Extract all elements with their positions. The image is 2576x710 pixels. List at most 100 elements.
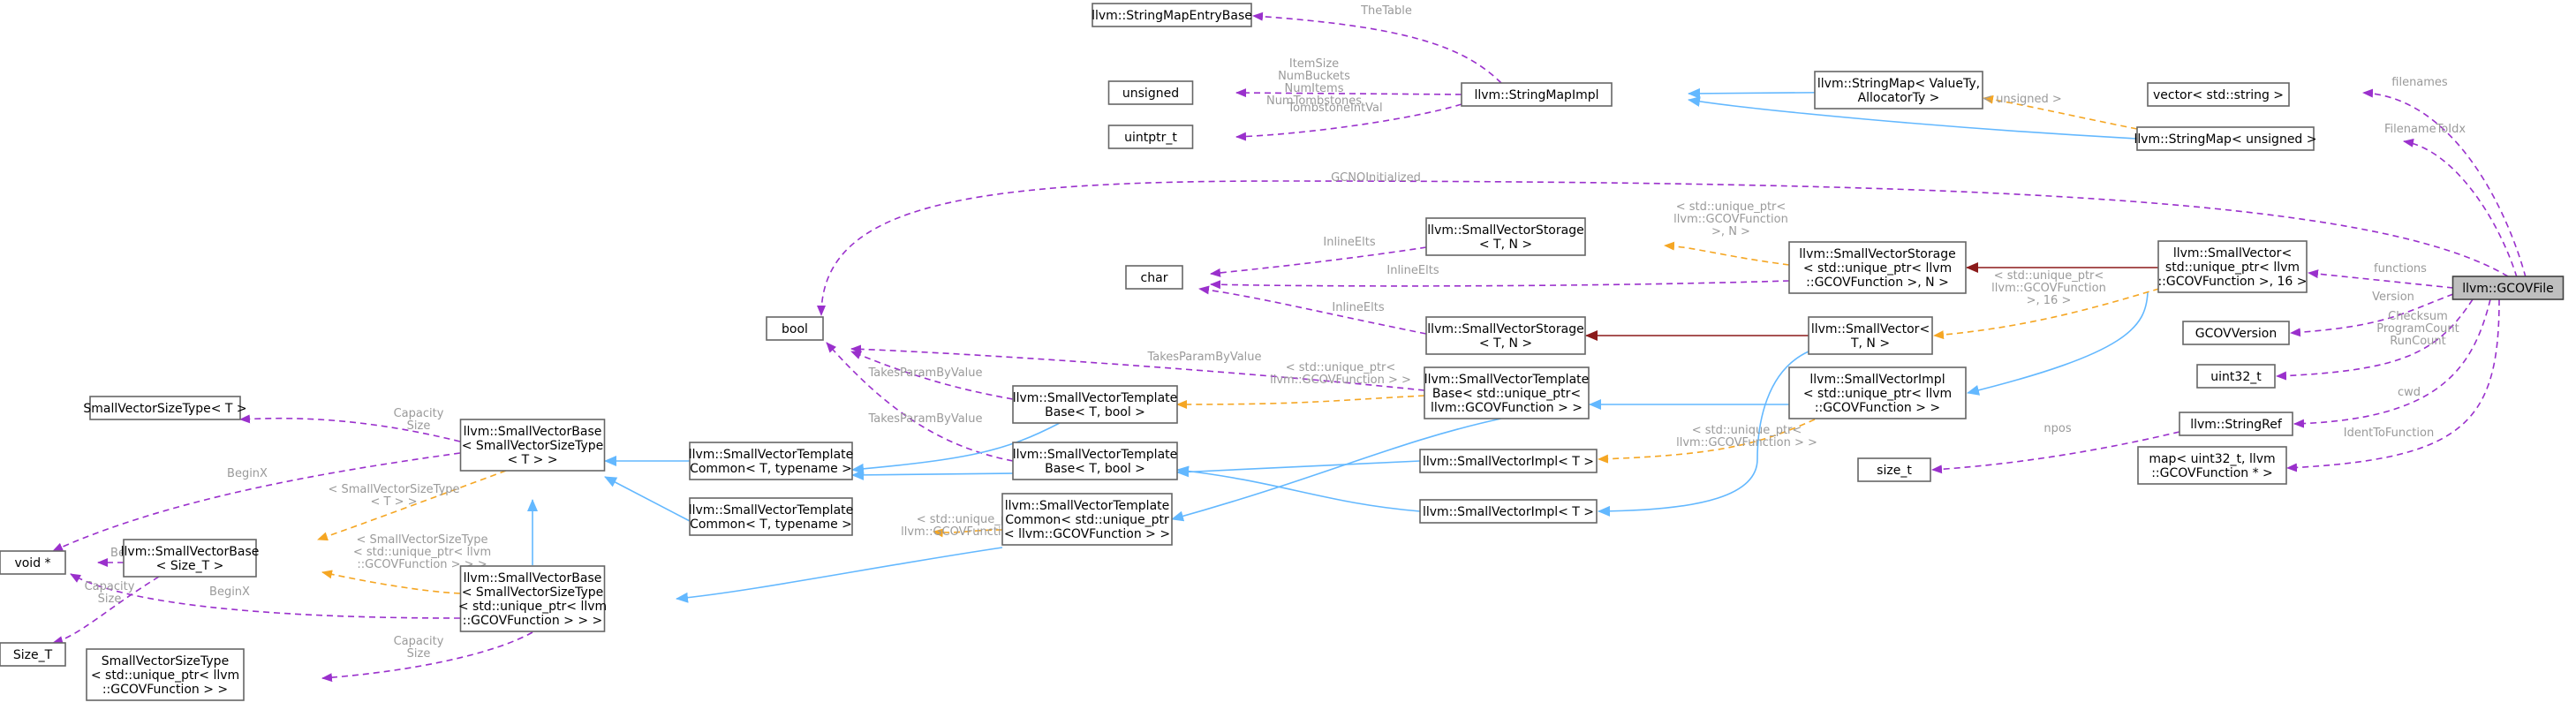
node-box: [0, 550, 66, 575]
edge-capacity-3: [321, 631, 533, 683]
node-unsigned[interactable]: unsigned: [1107, 80, 1194, 105]
edge-inlineelts-1: [1210, 246, 1427, 277]
node-svimpl-t-1[interactable]: llvm::SmallVectorImpl< T >: [1419, 449, 1598, 473]
edge-sv-tpl: [1933, 282, 2180, 340]
edge-label-sizetype-t-tpl: < SmallVectorSizeType< T > >: [328, 483, 459, 509]
node-label: unsigned: [1122, 87, 1179, 101]
edge-label-unsigned-tpl: < unsigned >: [1983, 93, 2062, 106]
edge-label-inlineelts-3: InlineElts: [1332, 301, 1384, 314]
node-label: SmallVectorSizeType< T >: [83, 402, 246, 416]
node-label: llvm::SmallVectorStorage< T, N >: [1427, 223, 1583, 252]
edge-inherit-32: [851, 422, 1061, 474]
node-box: [2157, 240, 2308, 293]
node-box: [0, 642, 66, 667]
node-box: [1012, 385, 1178, 424]
edge-version: [2290, 293, 2454, 337]
node-map-uint32[interactable]: map< uint32_t, llvm::GCOVFunction * >: [2137, 446, 2287, 485]
node-smallvector-unique[interactable]: llvm::SmallVector<std::unique_ptr< llvm:…: [2157, 240, 2308, 293]
node-gcovversion[interactable]: GCOVVersion: [2182, 321, 2290, 345]
node-box: [1125, 265, 1183, 290]
node-label: uintptr_t: [1124, 131, 1177, 145]
node-box: [2196, 364, 2276, 389]
edge-label-takesparam-1: TakesParamByValue: [1146, 351, 1261, 364]
node-svbase-sizetype-t[interactable]: llvm::SmallVectorBase< SmallVectorSizeTy…: [459, 419, 606, 472]
node-box: [123, 539, 257, 578]
edge-label-inlineelts-2: InlineElts: [1386, 264, 1439, 277]
edge-identtofunction: [2286, 298, 2500, 472]
edge-filenames: [2362, 88, 2527, 278]
node-char[interactable]: char: [1125, 265, 1183, 290]
node-label: llvm::GCOVFile: [2462, 282, 2554, 296]
edge-label-cwd: cwd: [2398, 386, 2421, 399]
edge-label-functions: functions: [2374, 262, 2427, 276]
node-uintptr-t[interactable]: uintptr_t: [1107, 125, 1194, 149]
node-label: Size_T: [13, 648, 53, 662]
node-size-T[interactable]: Size_T: [0, 642, 66, 667]
node-stringmap-valuety[interactable]: llvm::StringMap< ValueTy,AllocatorTy >: [1814, 71, 1983, 110]
node-svbase-sizetype-unique[interactable]: llvm::SmallVectorBase< SmallVectorSizeTy…: [458, 565, 607, 632]
node-box: [2451, 276, 2565, 300]
edge-tb-tpl: [1176, 395, 1425, 409]
node-gcov-file[interactable]: llvm::GCOVFile: [2451, 276, 2565, 300]
edge-impl-tpl: [1598, 414, 1825, 464]
node-label: llvm::SmallVectorStorage< std::unique_pt…: [1799, 247, 1955, 290]
node-void-ptr[interactable]: void *: [0, 550, 66, 575]
node-box: [1857, 457, 1931, 482]
node-svbase-size-t[interactable]: llvm::SmallVectorBase< Size_T >: [121, 539, 260, 578]
node-label: GCOVVersion: [2195, 327, 2277, 341]
node-svimpl-t-2[interactable]: llvm::SmallVectorImpl< T >: [1419, 499, 1598, 524]
node-box: [766, 316, 824, 341]
edge-unsigned-tpl: [1983, 94, 2138, 130]
node-uint32-t[interactable]: uint32_t: [2196, 364, 2276, 389]
edge-inherit-38: [676, 547, 1003, 603]
edge-label-beginx-1: BeginX: [227, 467, 268, 480]
edge-inherit-35: [1171, 418, 1502, 522]
node-box: [459, 565, 606, 632]
node-svsizetype-t[interactable]: SmallVectorSizeType< T >: [83, 396, 247, 420]
node-vector-string[interactable]: vector< std::string >: [2147, 82, 2290, 107]
node-svstorage-unique[interactable]: llvm::SmallVectorStorage< std::unique_pt…: [1788, 241, 1967, 294]
node-label: llvm::StringMapEntryBase: [1092, 9, 1252, 23]
node-svimpl-unique[interactable]: llvm::SmallVectorImpl< std::unique_ptr< …: [1788, 366, 1967, 419]
node-box: [1107, 125, 1194, 149]
edge-label-thetable: TheTable: [1360, 4, 1412, 18]
edge-label-sv-tpl: < std::unique_ptr<llvm::GCOVFunction>, 1…: [1991, 269, 2106, 307]
node-label: llvm::SmallVectorImpl< T >: [1423, 455, 1594, 469]
node-label: llvm::SmallVector<T, N >: [1811, 322, 1930, 351]
edge-label-beginx-3: BeginX: [209, 585, 250, 599]
edge-inherit-37: [604, 476, 691, 522]
edge-checksum: [2276, 298, 2474, 381]
edge-capacity-2: [52, 576, 160, 645]
node-size-t[interactable]: size_t: [1857, 457, 1931, 482]
node-svstorage-tn-mid[interactable]: llvm::SmallVectorStorage< T, N >: [1425, 316, 1586, 355]
node-box: [1425, 316, 1586, 355]
edge-inherit-30: [1176, 460, 1421, 478]
node-svstorage-tn-top[interactable]: llvm::SmallVectorStorage< T, N >: [1425, 217, 1586, 256]
edge-label-filenames: filenames: [2391, 76, 2448, 89]
node-stringmapimpl[interactable]: llvm::StringMapImpl: [1461, 82, 1613, 107]
edge-label-storage-tpl: < std::unique_ptr<llvm::GCOVFunction>, N…: [1673, 200, 1788, 238]
node-stringmap-unsigned[interactable]: llvm::StringMap< unsigned >: [2134, 126, 2317, 151]
node-smallvector-tn[interactable]: llvm::SmallVector<T, N >: [1808, 316, 1933, 355]
node-stringmapentrybase[interactable]: llvm::StringMapEntryBase: [1092, 3, 1252, 27]
node-svsizetype-unique[interactable]: SmallVectorSizeType< std::unique_ptr< ll…: [86, 648, 245, 701]
edge-label-tombstone: TombstoneIntVal: [1287, 102, 1382, 115]
node-stringref[interactable]: llvm::StringRef: [2179, 412, 2293, 436]
node-bool[interactable]: bool: [766, 316, 824, 341]
edge-filenametoidx: [2403, 138, 2518, 278]
edge-inherit-16: [1967, 291, 2149, 396]
node-box: [1424, 366, 1590, 419]
